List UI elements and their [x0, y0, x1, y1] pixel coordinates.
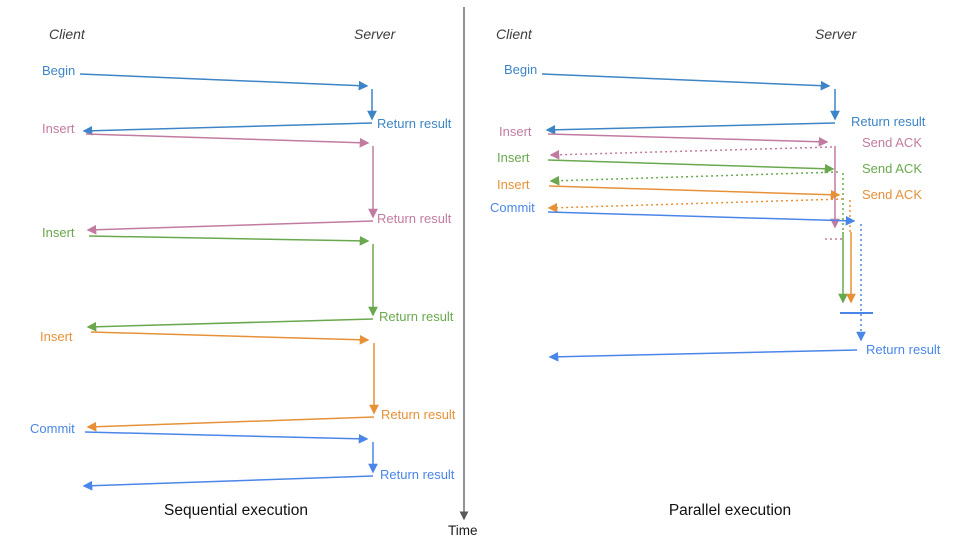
seq-commit-label: Commit [30, 421, 75, 436]
par-commit-request-arrow [547, 211, 856, 226]
seq-begin-response-arrow [82, 122, 373, 136]
par-insert3-ack-arrow [547, 198, 844, 213]
par-insert1-request-arrow [547, 133, 829, 147]
seq-insert3-response-arrow [86, 416, 375, 432]
seq-insert3-label: Insert [40, 329, 73, 344]
par-begin-response-arrow [545, 122, 836, 135]
seq-server-header: Server [354, 26, 396, 42]
sequential-panel-lines [79, 73, 379, 491]
seq-begin-request-arrow [79, 73, 369, 91]
seq-client-header: Client [49, 26, 85, 42]
par-begin-request-arrow [541, 73, 831, 91]
seq-commit-request-arrow [84, 431, 369, 444]
seq-insert2-request-arrow [88, 235, 370, 246]
par-begin-result-label: Return result [851, 114, 926, 129]
par-final-response-arrow [548, 349, 858, 362]
parallel-title: Parallel execution [668, 502, 792, 519]
seq-commit-response-arrow [82, 475, 374, 491]
time-axis-label: Time [448, 523, 478, 538]
par-begin-label: Begin [504, 62, 538, 77]
par-insert1-label: Insert [499, 124, 532, 139]
seq-begin-result-label: Return result [377, 116, 452, 131]
par-client-header: Client [496, 26, 532, 42]
seq-insert1-request-arrow [85, 133, 370, 148]
par-insert2-ack-arrow [549, 171, 839, 186]
par-insert2-ack-label: Send ACK [862, 161, 922, 176]
par-final-result-label: Return result [866, 342, 941, 357]
par-insert2-request-arrow [547, 159, 835, 174]
parallel-panel-lines [541, 73, 873, 362]
par-insert2-label: Insert [497, 150, 530, 165]
seq-insert3-result-label: Return result [381, 407, 456, 422]
seq-begin-label: Begin [42, 63, 76, 78]
par-insert3-ack-label: Send ACK [862, 187, 922, 202]
seq-insert3-request-arrow [90, 331, 370, 345]
par-insert1-ack-label: Send ACK [862, 135, 922, 150]
seq-insert1-result-label: Return result [377, 211, 452, 226]
sequential-title: Sequential execution [164, 502, 308, 519]
seq-insert2-response-arrow [86, 318, 374, 332]
seq-commit-result-label: Return result [380, 467, 455, 482]
par-insert1-ack-arrow [549, 146, 833, 160]
par-server-header: Server [815, 26, 857, 42]
seq-insert2-label: Insert [42, 225, 75, 240]
par-commit-label: Commit [490, 200, 535, 215]
par-insert3-request-arrow [548, 185, 841, 200]
seq-insert2-result-label: Return result [379, 309, 454, 324]
seq-insert1-label: Insert [42, 121, 75, 136]
seq-insert1-response-arrow [86, 220, 374, 235]
par-insert3-label: Insert [497, 177, 530, 192]
